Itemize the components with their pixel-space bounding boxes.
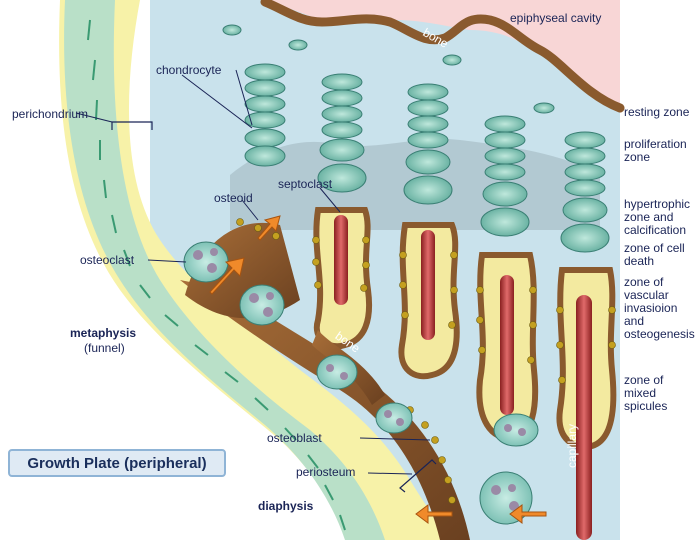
vascular-columns bbox=[313, 207, 617, 540]
osteoclast-nuclei bbox=[193, 248, 526, 511]
resorption-arrows bbox=[209, 215, 547, 524]
epiphyseal-cavity bbox=[265, 0, 620, 110]
chondrocyte-label: chondrocyte bbox=[156, 63, 222, 77]
metaphysis-sublabel: (funnel) bbox=[84, 341, 125, 355]
osteoblasts bbox=[236, 218, 616, 504]
perichondrium-label: perichondrium bbox=[12, 107, 89, 121]
perichondrium-cells bbox=[87, 19, 346, 531]
perichondrium-band bbox=[64, 0, 385, 540]
bone-band-top bbox=[260, 0, 625, 113]
zone-resting: resting zone bbox=[624, 105, 690, 119]
septoclast-label: septoclast bbox=[278, 177, 333, 191]
osteoblast-label: osteoblast bbox=[267, 431, 322, 445]
metaphysis-label: metaphysis bbox=[70, 326, 137, 340]
capillary-vessel bbox=[576, 295, 592, 540]
diaphysis-label: diaphysis bbox=[258, 499, 314, 513]
capillary-label: capillary bbox=[565, 423, 579, 468]
diagram-title: Growth Plate (peripheral) bbox=[8, 449, 226, 477]
periosteum-bracket bbox=[399, 459, 437, 493]
osteoid-label: osteoid bbox=[214, 191, 253, 205]
leader-lines bbox=[75, 69, 431, 475]
osteoclast-label: osteoclast bbox=[80, 253, 135, 267]
periosteum-label: periosteum bbox=[296, 465, 356, 479]
outer-area bbox=[0, 0, 350, 540]
epiphyseal-cavity-label: epiphyseal cavity bbox=[510, 11, 602, 25]
perichondrium-bracket bbox=[111, 121, 153, 130]
chondrocyte-columns bbox=[222, 24, 610, 253]
